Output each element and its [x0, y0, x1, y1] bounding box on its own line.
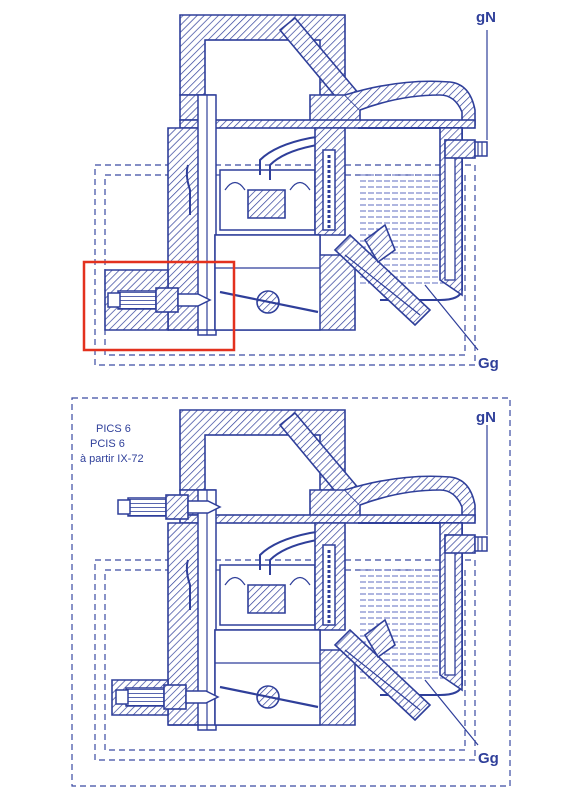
- top-carburetor-diagram: gN Gg: [82, 9, 499, 372]
- bottom-frame: [71, 397, 511, 787]
- top-label-gN: gN: [476, 9, 496, 26]
- highlight-box: [82, 260, 236, 352]
- bottom-label-gN: gN: [476, 409, 496, 426]
- note-line-2: PCIS 6: [90, 438, 125, 450]
- bottom-label-Gg: Gg: [478, 750, 499, 767]
- top-label-Gg: Gg: [478, 355, 499, 372]
- note-line-1: PICS 6: [96, 423, 131, 435]
- note-line-3: à partir IX-72: [80, 453, 144, 465]
- bottom-carburetor-diagram: PICS 6 PCIS 6 à partir IX-72 gN Gg: [71, 397, 511, 787]
